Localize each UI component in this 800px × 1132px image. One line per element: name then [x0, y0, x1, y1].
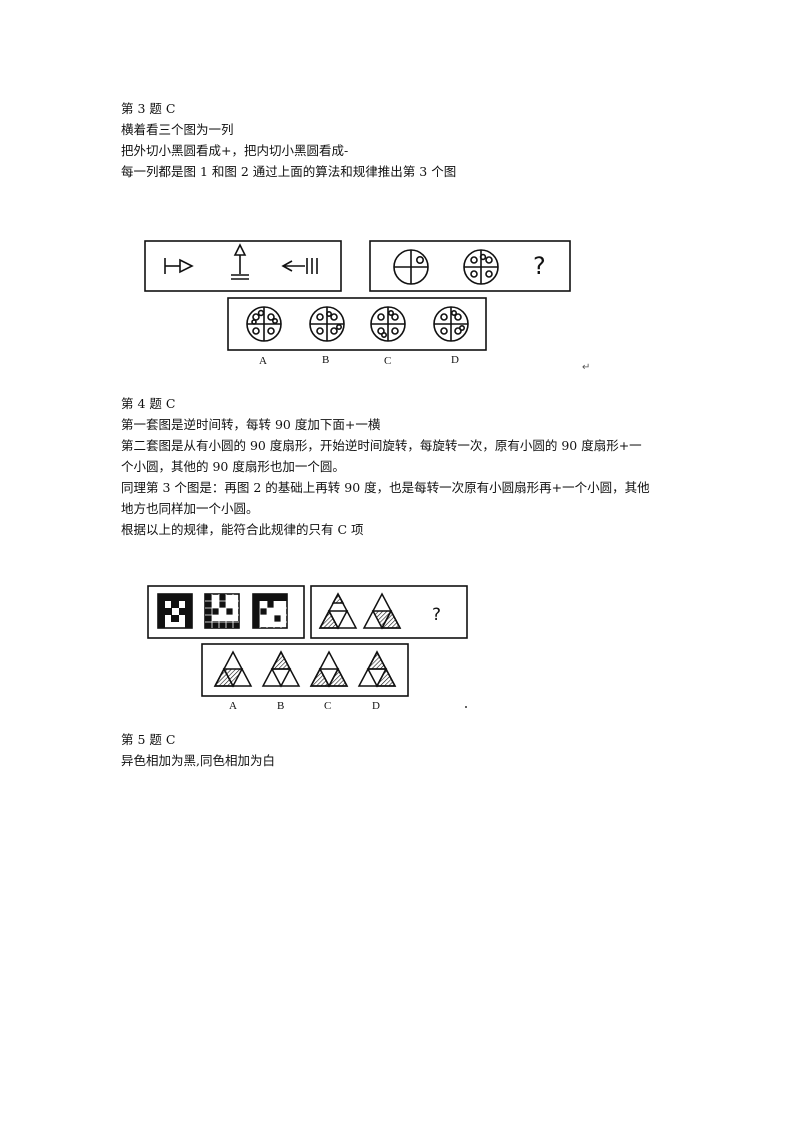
q4-option-c: C: [324, 700, 331, 712]
section3-line-1: 横着看三个图为一列: [121, 122, 234, 137]
section5-line-1: 异色相加为黑,同色相加为白: [121, 753, 275, 768]
q3-option-a: A: [259, 355, 267, 367]
section4-line-6: 根据以上的规律，能符合此规律的只有 C 项: [121, 522, 364, 537]
section4-line-2: 第二套图是从有小圆的 90 度扇形，开始逆时间旋转，每旋转一次，原有小圆的 90…: [121, 438, 642, 453]
section4-line-5: 地方也同样加一个小圆。: [121, 501, 259, 516]
section4-line-3: 个小圆，其他的 90 度扇形也加一个圆。: [121, 459, 345, 474]
q3-option-d: D: [451, 354, 459, 366]
figure-q4: ? A B C D: [142, 580, 482, 716]
q3-option-b: B: [322, 354, 329, 366]
q3-question-mark: ?: [533, 252, 546, 280]
section4-line-4: 同理第 3 个图是：再图 2 的基础上再转 90 度，也是每转一次原有小圆扇形再…: [121, 480, 650, 495]
section3-title: 第 3 题 C: [121, 101, 176, 116]
section5-title: 第 5 题 C: [121, 732, 176, 747]
q4-question-mark: ?: [432, 605, 441, 625]
section3-line-3: 每一列都是图 1 和图 2 通过上面的算法和规律推出第 3 个图: [121, 164, 457, 179]
q3-option-c: C: [384, 355, 391, 367]
paragraph-mark: ↵: [582, 362, 590, 373]
q4-option-b: B: [277, 700, 284, 712]
section4-title: 第 4 题 C: [121, 396, 176, 411]
figure-q3: ? A B C D ↵: [140, 236, 600, 378]
q4-option-a: A: [229, 700, 237, 712]
section3-line-2: 把外切小黑圆看成+，把内切小黑圆看成-: [121, 143, 349, 158]
section4-line-1: 第一套图是逆时间转，每转 90 度加下面+一横: [121, 417, 381, 432]
q4-option-d: D: [372, 700, 380, 712]
